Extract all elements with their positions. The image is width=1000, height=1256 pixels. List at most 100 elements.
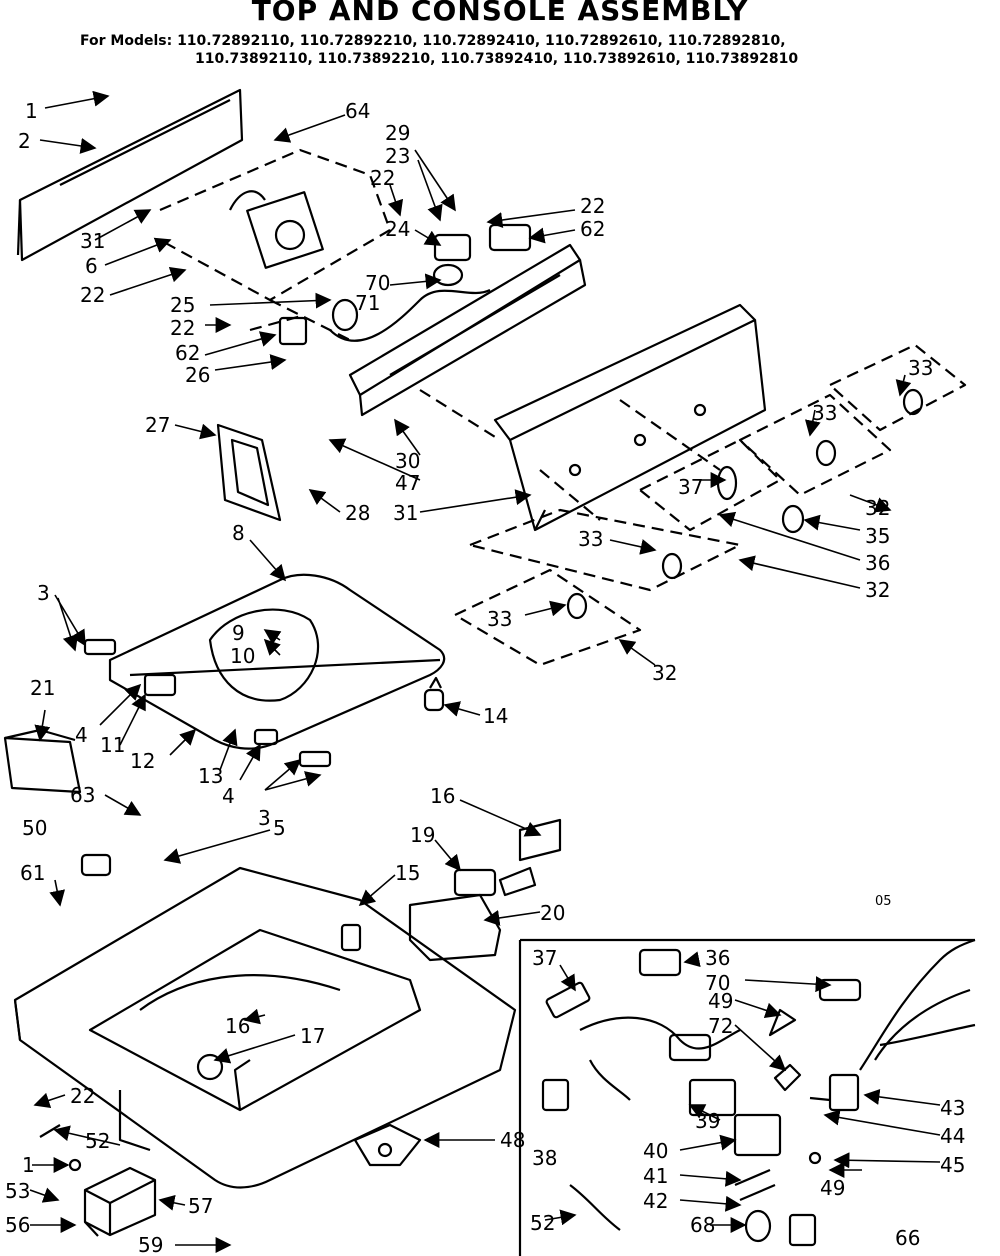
part-label: 42 [643,1189,668,1213]
part-label: 26 [185,363,210,387]
part-label: 56 [5,1213,30,1237]
lid-drawing [108,573,446,750]
part-label: 68 [690,1213,715,1237]
hinge-drawings [83,638,332,768]
switch-19-drawing [453,818,562,897]
part-label: 43 [940,1096,965,1120]
part-label: 72 [708,1014,733,1038]
part-label: 45 [940,1153,965,1177]
part-labels: 1 2 64 29 23 22 22 62 24 31 6 22 70 25 7… [5,99,965,1256]
part-label: 32 [652,661,677,685]
part-label: 10 [230,644,255,668]
part-label: 3 [37,581,50,605]
part-label: 49 [820,1176,845,1200]
part-label: 71 [355,291,380,315]
timer-drawing [229,190,324,269]
model-list: For Models: 110.72892110, 110.72892210, … [80,32,980,68]
part-label: 50 [22,816,47,840]
part-59-drawing [83,1166,157,1237]
part-label: 64 [345,99,370,123]
part-label: 27 [145,413,170,437]
part-label: 28 [345,501,370,525]
part-label: 36 [705,946,730,970]
part-label: 22 [70,1084,95,1108]
part-label: 8 [232,521,245,545]
part-label: 44 [940,1124,965,1148]
part-label: 1 [22,1153,35,1177]
console-panel-drawing [493,303,767,532]
part-label: 52 [530,1211,555,1235]
part-label: 36 [865,551,890,575]
part-label: 39 [695,1109,720,1133]
model-list-line-1: For Models: 110.72892110, 110.72892210, … [80,33,786,49]
part-label: 22 [580,194,605,218]
part-label: 62 [580,217,605,241]
part-label: 37 [532,946,557,970]
part-label: 25 [170,293,195,317]
part-label: 63 [70,783,95,807]
part-label: 70 [705,971,730,995]
bracket-27-drawing [216,423,282,522]
part-label: 33 [487,607,512,631]
part-label: 41 [643,1164,668,1188]
part-label: 4 [222,784,235,808]
part-label: 16 [225,1014,250,1038]
part-label: 33 [908,356,933,380]
part-label: 47 [395,471,420,495]
harness-inset-drawing [518,938,976,1256]
part-label: 30 [395,449,420,473]
part-49-drawing [353,1123,422,1167]
part-label: 38 [532,1146,557,1170]
part-label: 37 [678,475,703,499]
part-label: 53 [5,1179,30,1203]
part-label: 22 [170,316,195,340]
part-label: 21 [30,676,55,700]
part-label: 19 [410,823,435,847]
part-label: 24 [385,217,410,241]
part-label: 31 [80,229,105,253]
part-label: 66 [895,1226,920,1250]
part-label: 15 [395,861,420,885]
part-label: 59 [138,1233,163,1256]
part-label: 52 [85,1129,110,1153]
part-label: 14 [483,704,508,728]
part-label: 12 [130,749,155,773]
part-label: 3 [258,806,271,830]
model-list-line-2: 110.73892110, 110.73892210, 110.73892410… [195,51,799,67]
part-label: 20 [540,901,565,925]
part-label: 29 [385,121,410,145]
part-label: 57 [188,1194,213,1218]
part-label: 1 [25,99,38,123]
rear-bracket-drawing [16,88,244,262]
part-label: 9 [232,621,245,645]
switch-drawing [278,223,532,346]
part-label: 62 [175,341,200,365]
part-label: 70 [365,271,390,295]
part-label: 23 [385,144,410,168]
cabinet-top-drawing [13,866,517,1189]
part-label: 48 [500,1128,525,1152]
part-label: 35 [865,524,890,548]
leader-lines [29,90,941,1253]
knob-box-drawings [249,313,967,667]
part-label: 32 [865,578,890,602]
part-label: 33 [578,527,603,551]
part-label: 61 [20,861,45,885]
page-mark: 05 [875,894,892,909]
part-label: 2 [18,129,31,153]
part-label: 5 [273,816,286,840]
part-label: 40 [643,1139,668,1163]
part-23-drawing [3,728,82,794]
part-20-drawing [408,893,502,962]
part-label: 33 [812,401,837,425]
part-label: 16 [430,784,455,808]
timer-housing-drawing [159,148,392,341]
part-label: 6 [85,254,98,278]
part-52-drawing [80,853,112,877]
part-label: 31 [393,501,418,525]
part-label: 32 [865,496,890,520]
console-rail-drawing [348,243,587,417]
part-label: 49 [708,989,733,1013]
part-label: 4 [75,723,88,747]
